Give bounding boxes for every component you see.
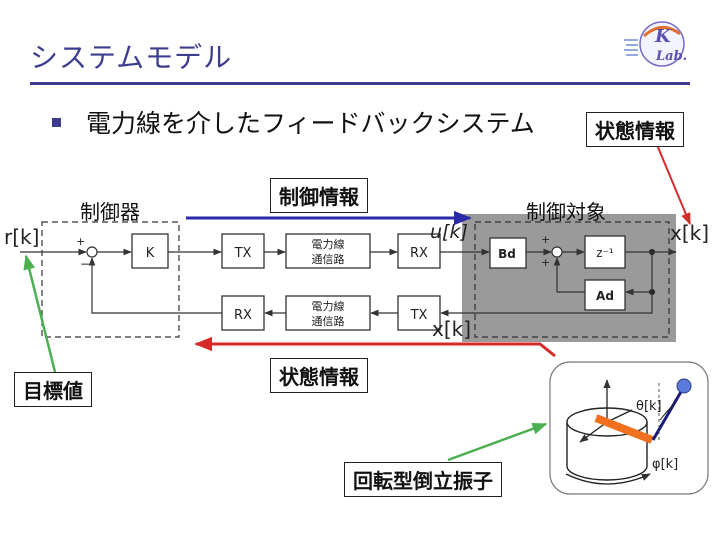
pendulum-illustration: θ[k] φ[k]: [549, 361, 709, 495]
bullet-square: [52, 118, 61, 127]
slide-title: システムモデル: [30, 41, 233, 74]
delay-block: [584, 235, 626, 269]
pendulum-callout: 回転型倒立振子: [344, 462, 502, 497]
ad-label: Ad: [596, 289, 614, 303]
controller-boundary: [41, 221, 180, 338]
title-rule: [30, 82, 690, 85]
channel-top-line1: 電力線: [312, 237, 345, 251]
sign-k-plus: +: [76, 235, 85, 248]
state-info-callout-top: 状態情報: [586, 112, 684, 147]
sign-k-minus: −: [80, 257, 90, 271]
axis-front: [579, 421, 608, 443]
reference-signal-label: r[k]: [4, 225, 39, 249]
target-callout-arrow: [23, 254, 57, 373]
state-info-arrow: [194, 336, 556, 358]
logo-letters-lab: Lab.: [655, 49, 687, 64]
headline: 電力線を介したフィードバックシステム: [86, 109, 535, 138]
target-value-callout: 目標値: [14, 372, 92, 407]
channel-top-line2: 通信路: [312, 253, 345, 266]
plant-background: [462, 214, 676, 342]
channel-top-block: [285, 233, 371, 269]
tx-bottom-block: [397, 295, 441, 331]
logo-letter-k: K: [654, 26, 672, 47]
state-info-callout-bottom: 状態情報: [270, 358, 368, 393]
phi-label: φ[k]: [652, 457, 678, 472]
theta-label: θ[k]: [636, 399, 662, 414]
state-info-callout-arrow: [654, 139, 691, 226]
controller-label: 制御器: [80, 200, 140, 224]
pendulum-rod: [651, 389, 684, 441]
pendulum-callout-arrow: [447, 422, 548, 462]
tx-top-block: [221, 233, 265, 269]
control-info-callout: 制御情報: [270, 178, 368, 213]
delay-label: z⁻¹: [596, 246, 614, 260]
sign-plant-plus1: +: [541, 233, 550, 246]
pendulum-ball: [676, 378, 692, 394]
ad-block: [584, 279, 626, 311]
state-feedback-label: x[k]: [432, 317, 471, 341]
rx-bottom-label: RX: [234, 308, 252, 323]
bd-label: Bd: [498, 247, 516, 261]
channel-bottom-line2: 通信路: [312, 315, 345, 328]
wire-state-to-tx: [440, 292, 653, 317]
channel-bottom-line1: 電力線: [312, 299, 345, 313]
controller-sum-junction: [86, 246, 98, 258]
input-signal-label: u[k]: [430, 221, 468, 243]
wire-ad-to-sum: [553, 257, 585, 293]
wire-feedback-to-sum: [88, 257, 222, 314]
pendulum-arm: [594, 414, 654, 444]
tx-top-label: TX: [234, 246, 252, 261]
bd-block: [489, 237, 527, 269]
rx-top-block: [397, 233, 441, 269]
plant-sum-junction: [551, 246, 563, 258]
state-output-label: x[k]: [670, 221, 709, 245]
rx-bottom-block: [221, 295, 265, 331]
sign-plant-plus2: +: [541, 256, 550, 269]
gain-block-k: [131, 233, 169, 269]
theta-arc: [659, 403, 675, 421]
tx-bottom-label: TX: [410, 308, 428, 323]
k-lab-logo: K Lab.: [622, 16, 692, 72]
plant-label: 制御対象: [526, 200, 606, 224]
plant-boundary: [474, 221, 670, 338]
rx-top-label: RX: [410, 246, 428, 261]
phi-arc: [565, 473, 651, 485]
gain-k-label: K: [146, 246, 155, 261]
